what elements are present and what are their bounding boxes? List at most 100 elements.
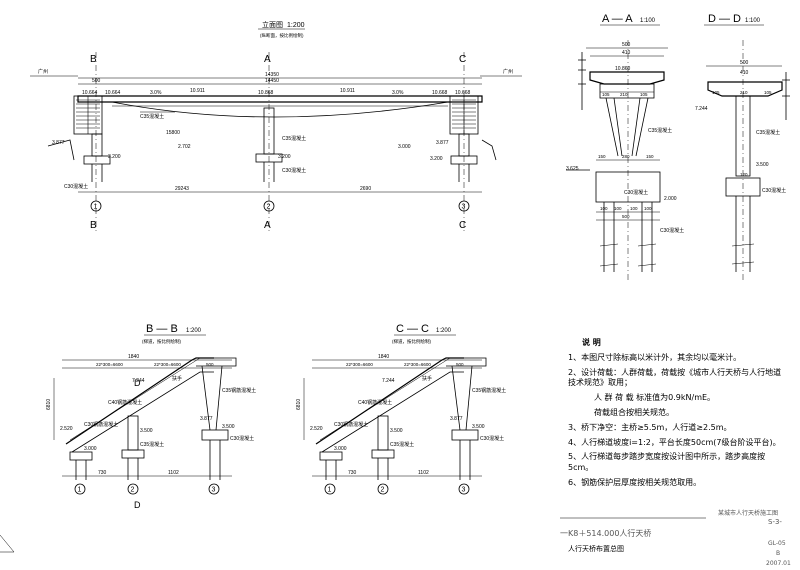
section-b-elev-1: 7.244: [132, 378, 145, 384]
slope-left: 3.0%: [150, 90, 162, 96]
elevation-scale: 1:200: [287, 22, 305, 29]
station-label: 一K8＋514.000人行天桥: [560, 529, 652, 538]
note-item-3: 人 群 荷 载 标准值为0.9kN/mE。: [594, 393, 716, 403]
section-b-stair-soffit: [71, 371, 214, 453]
section-b-view: B — B 1:200 (梯道，按比例绘制) 1840 22*300=6600 …: [46, 323, 256, 510]
section-a-pile-breaks: [599, 243, 657, 267]
pier-left: [91, 133, 103, 157]
section-d-beam-label: C35混凝土: [756, 129, 780, 136]
section-c-label-6: 扶手: [422, 375, 432, 382]
section-c-landing: [446, 357, 487, 367]
section-b-low-3: 1102: [168, 470, 179, 476]
section-c-view: C — C 1:200 (梯道，按比例绘制) 1840 22*300=6600 …: [296, 323, 506, 495]
section-a-elev-pile: 2.000: [664, 196, 677, 202]
ground-left: [47, 139, 75, 161]
dim-top-1: 14350: [265, 72, 279, 78]
title-block-frame: [0, 517, 706, 553]
section-a-dim-k: 100: [630, 206, 638, 211]
section-c-stair-top: [315, 357, 464, 445]
section-b-height: 6810: [46, 399, 52, 410]
sheet-number: S-3-: [768, 518, 782, 526]
section-c-label-1: C40钢筋混凝土: [358, 399, 392, 406]
section-c-low-1: 3.000: [334, 446, 347, 452]
section-d-view: D — D 1:100 500 410 105 210 105 7.244 C3…: [695, 13, 790, 280]
section-a-scale: 1:100: [640, 18, 656, 24]
elev-right-2: 10.668: [455, 90, 471, 96]
section-b-dim-b: 22*300=6600: [96, 362, 123, 367]
note-item-2: 2、设计荷载：人群荷载，荷载按《城市人行天桥与人行地道技术规范》取用；: [568, 367, 782, 388]
section-d-elev-base: 3.500: [756, 162, 769, 168]
section-c-scale: 1:200: [436, 328, 452, 334]
section-c-column: [451, 365, 473, 431]
section-d-elev-deck: 7.244: [695, 106, 708, 112]
section-c-mid-pier: [377, 415, 389, 451]
section-marker-a-bottom: A: [264, 220, 271, 231]
drawing-name: 人行天桥布置总图: [568, 545, 624, 553]
section-c-dim-c: 22*300=6600: [404, 362, 431, 367]
section-b-footing-2: [121, 449, 145, 459]
side-elev-right: 3.877: [436, 140, 449, 146]
axis-label-2: 2: [267, 204, 271, 211]
section-b-elev-2: 3.500: [140, 428, 153, 434]
section-b-label-5: C30混凝土: [230, 435, 254, 442]
section-d-pile: [735, 196, 751, 272]
axis-bubble-3: [458, 200, 470, 212]
section-d-deck: [707, 81, 783, 97]
section-c-stair-soffit: [321, 371, 464, 453]
section-c-elev-1: 7.244: [382, 378, 395, 384]
elev-center: 10.868: [258, 90, 274, 96]
section-b-footing-1: [69, 451, 93, 461]
section-a-dim-l: 100: [644, 206, 652, 211]
pile-label-left: C30混凝土: [64, 183, 88, 190]
section-c-label-3: C30钢筋混凝土: [334, 421, 368, 428]
project-name: 某城市人行天桥施工图: [718, 510, 779, 517]
section-b-dim-d: 500: [206, 362, 214, 367]
section-d-dim-d: 210: [740, 90, 748, 95]
deck-girder-soffit: [111, 101, 449, 118]
section-a-railing: [578, 52, 586, 110]
section-marker-b-bottom: B: [90, 220, 97, 231]
section-c-low-2: 730: [348, 470, 357, 476]
section-a-piles: [603, 202, 653, 272]
elevation-title: 立面图: [262, 20, 283, 29]
section-c-axis-1: [324, 483, 336, 495]
section-b-axis-label-1: 1: [78, 487, 82, 494]
section-a-dim-h: 150: [646, 154, 654, 159]
section-b-elev-4: 3.500: [222, 424, 235, 430]
note-item-5: 3、桥下净空：主桥≥5.5m，人行道≥2.5m。: [568, 422, 732, 432]
section-d-dim-e: 105: [764, 90, 772, 95]
section-d-dim-a: 500: [740, 60, 749, 66]
dim-top-2: 14450: [265, 78, 279, 84]
base-elev-right-2: 3.000: [398, 144, 411, 150]
side-elev-left: 3.877: [52, 140, 65, 146]
section-a-dim-a: 500: [622, 42, 631, 48]
note-item-8: 6、钢筋保护层厚度按相关规范取用。: [568, 477, 702, 487]
title-block: 某城市人行天桥施工图 一K8＋514.000人行天桥 人行天桥布置总图 S-3-…: [560, 500, 800, 570]
section-b-landing: [196, 357, 237, 367]
base-elev-mid: 3.200: [278, 154, 291, 160]
section-c-height: 6810: [296, 399, 302, 410]
section-d-railing: [782, 72, 790, 120]
section-b-title: B — B: [146, 323, 178, 335]
beam-label: C35混凝土: [140, 113, 164, 120]
section-c-elev-4: 3.500: [472, 424, 485, 430]
section-c-dim-a: 1840: [378, 354, 389, 360]
section-c-subtitle: (梯道，按比例绘制): [392, 338, 431, 345]
section-b-low-2: 730: [98, 470, 107, 476]
elevation-subtitle: (纵断面，按比例绘制): [260, 32, 304, 39]
section-c-handrail: [319, 357, 451, 441]
axis-bubble-2: [263, 200, 275, 212]
section-b-label-1: C40钢筋混凝土: [108, 399, 142, 406]
section-d-title: D — D: [708, 13, 741, 25]
note-item-4: 荷载组合按相关规范。: [594, 407, 674, 417]
section-a-pile-label-2: C30混凝土: [660, 227, 684, 234]
section-b-label-6: 扶手: [172, 375, 182, 382]
section-b-axis-label-2: 2: [131, 487, 135, 494]
section-a-beam-label: C35混凝土: [648, 127, 672, 134]
pier-concrete-label: C35混凝土: [282, 135, 306, 142]
elevation-view: 立面图 1:200 (纵断面，按比例绘制) B A C B A C 广州 广州 …: [30, 20, 522, 232]
section-b-axis-1: [74, 483, 86, 495]
section-c-dim-d: 500: [456, 362, 464, 367]
section-a-dim-f: 150: [598, 154, 606, 159]
section-marker-a-top: A: [264, 54, 271, 65]
